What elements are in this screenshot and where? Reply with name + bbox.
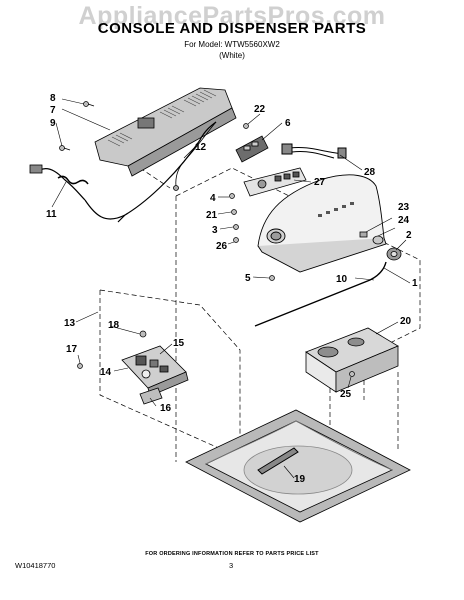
callout-1: 1: [412, 278, 418, 289]
console-housing-part-1: [257, 174, 387, 273]
screw-4: [229, 193, 235, 199]
callout-23: 23: [398, 202, 410, 213]
screw-8: [83, 101, 95, 107]
clip-part-23: [359, 231, 368, 238]
callout-10: 10: [336, 274, 348, 285]
top-deck-base: [185, 409, 411, 523]
document-number: W10418770: [15, 561, 56, 570]
watermark: AppliancePartsPros.com: [78, 2, 386, 30]
ring-part-24: [372, 235, 384, 245]
screw-26: [233, 237, 239, 243]
callout-26: 26: [216, 241, 228, 252]
dashed-assembly-lines: [99, 167, 421, 463]
callout-5: 5: [245, 273, 251, 284]
callout-17: 17: [66, 344, 78, 355]
screw-22: [243, 123, 249, 129]
bracket-part-16: [139, 387, 163, 405]
callout-13: 13: [64, 318, 76, 329]
callout-28: 28: [364, 167, 376, 178]
callout-3: 3: [212, 225, 218, 236]
ui-board-part-6: [235, 135, 269, 163]
screw-3: [233, 224, 239, 230]
screw-21: [231, 209, 237, 215]
callout-2: 2: [406, 230, 412, 241]
callout-6: 6: [285, 118, 291, 129]
leader-lines: [51, 98, 411, 479]
callout-7: 7: [50, 105, 56, 116]
screw-9: [59, 145, 71, 151]
callout-8: 8: [50, 93, 56, 104]
callout-numbers: 1 2 3 4 5 6 7 8 9 10 11 12 13 14 15 16 1…: [46, 93, 418, 485]
page-title: CONSOLE AND DISPENSER PARTS: [97, 20, 367, 37]
callout-18: 18: [108, 320, 120, 331]
callout-24: 24: [398, 215, 410, 226]
callout-16: 16: [160, 403, 172, 414]
knob-part-2: [386, 247, 402, 261]
callout-25: 25: [340, 389, 352, 400]
screw-25: [349, 371, 355, 377]
callout-11: 11: [46, 209, 57, 220]
callout-21: 21: [206, 210, 218, 221]
model-line: For Model: WTW5560XW2: [184, 40, 280, 49]
power-cord-part-11: [29, 121, 217, 223]
page-number: 3: [229, 561, 234, 570]
screw-17: [77, 363, 83, 369]
callout-14: 14: [100, 367, 112, 378]
dispenser-part-20: [305, 327, 399, 393]
rear-bracket-part-7: [94, 87, 237, 177]
callout-4: 4: [210, 193, 216, 204]
trim-strip-part-10: [254, 261, 387, 327]
control-board-part-27: [243, 167, 307, 197]
callout-9: 9: [50, 118, 56, 129]
wiring-part-28: [281, 143, 347, 159]
callout-12: 12: [195, 142, 207, 153]
callout-27: 27: [314, 177, 326, 188]
wire-harness-part-12: [173, 121, 217, 191]
callout-15: 15: [173, 338, 185, 349]
callout-19: 19: [294, 474, 306, 485]
callout-22: 22: [254, 104, 266, 115]
screw-18: [139, 330, 147, 338]
screw-5: [269, 275, 275, 281]
control-assembly-part-15: [121, 345, 189, 397]
lid-switch-part-19: [257, 447, 299, 475]
callout-20: 20: [400, 316, 412, 327]
ordering-note: FOR ORDERING INFORMATION REFER TO PARTS …: [145, 551, 319, 557]
color-line: (White): [219, 51, 245, 60]
